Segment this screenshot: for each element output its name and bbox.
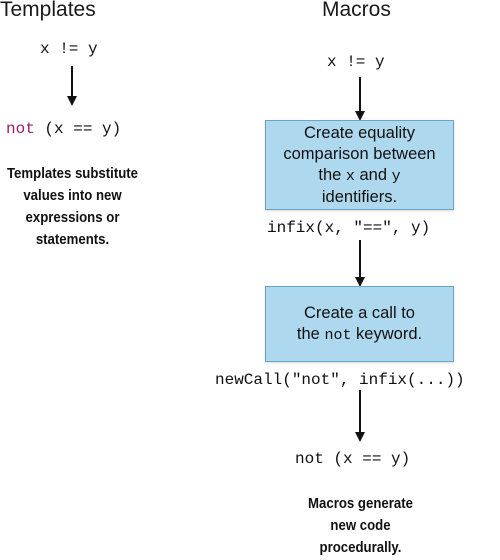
newcall-code: newCall("not", infix(...)) — [215, 371, 465, 389]
box2-text: the — [296, 324, 325, 343]
y-identifier: y — [391, 167, 401, 185]
templates-output-code: not (x == y) — [6, 120, 121, 138]
macros-caption-line: Macros generate — [308, 495, 413, 512]
macros-caption-line: new code — [330, 517, 391, 534]
box1-text: the — [318, 165, 346, 184]
templates-caption-line: values into new — [23, 187, 122, 204]
box1-line: identifiers. — [321, 187, 398, 206]
macros-caption: Macros generate new code procedurally. — [279, 493, 442, 559]
not-keyword-code: not — [324, 326, 352, 344]
x-identifier: x — [345, 167, 355, 185]
not-keyword: not — [6, 120, 35, 138]
templates-input-code: x != y — [40, 40, 98, 58]
macros-caption-line: procedurally. — [319, 539, 402, 556]
box1-text: and — [354, 165, 392, 184]
box1-line: comparison between — [283, 144, 436, 163]
box1-line: Create equality — [304, 123, 415, 142]
equality-comparison-box: Create equality comparison between the x… — [265, 120, 454, 210]
not-call-box: Create a call to the not keyword. — [265, 286, 454, 362]
box1-line: the x and y — [318, 165, 400, 187]
templates-caption: Templates substitute values into new exp… — [0, 163, 154, 251]
macros-input-code: x != y — [327, 53, 385, 71]
templates-caption-line: Templates substitute — [6, 165, 139, 182]
macros-heading: Macros — [322, 0, 391, 21]
infix-code: infix(x, "==", y) — [267, 219, 431, 237]
templates-heading: Templates — [0, 0, 96, 21]
box2-text: keyword. — [351, 324, 423, 343]
box2-line: Create a call to — [304, 303, 415, 322]
templates-output-rest: (x == y) — [34, 120, 122, 138]
macros-output-code: not (x == y) — [295, 450, 411, 468]
templates-caption-line: expressions or — [25, 209, 120, 226]
box2-line: the not keyword. — [297, 324, 422, 346]
templates-caption-line: statements. — [35, 231, 110, 248]
